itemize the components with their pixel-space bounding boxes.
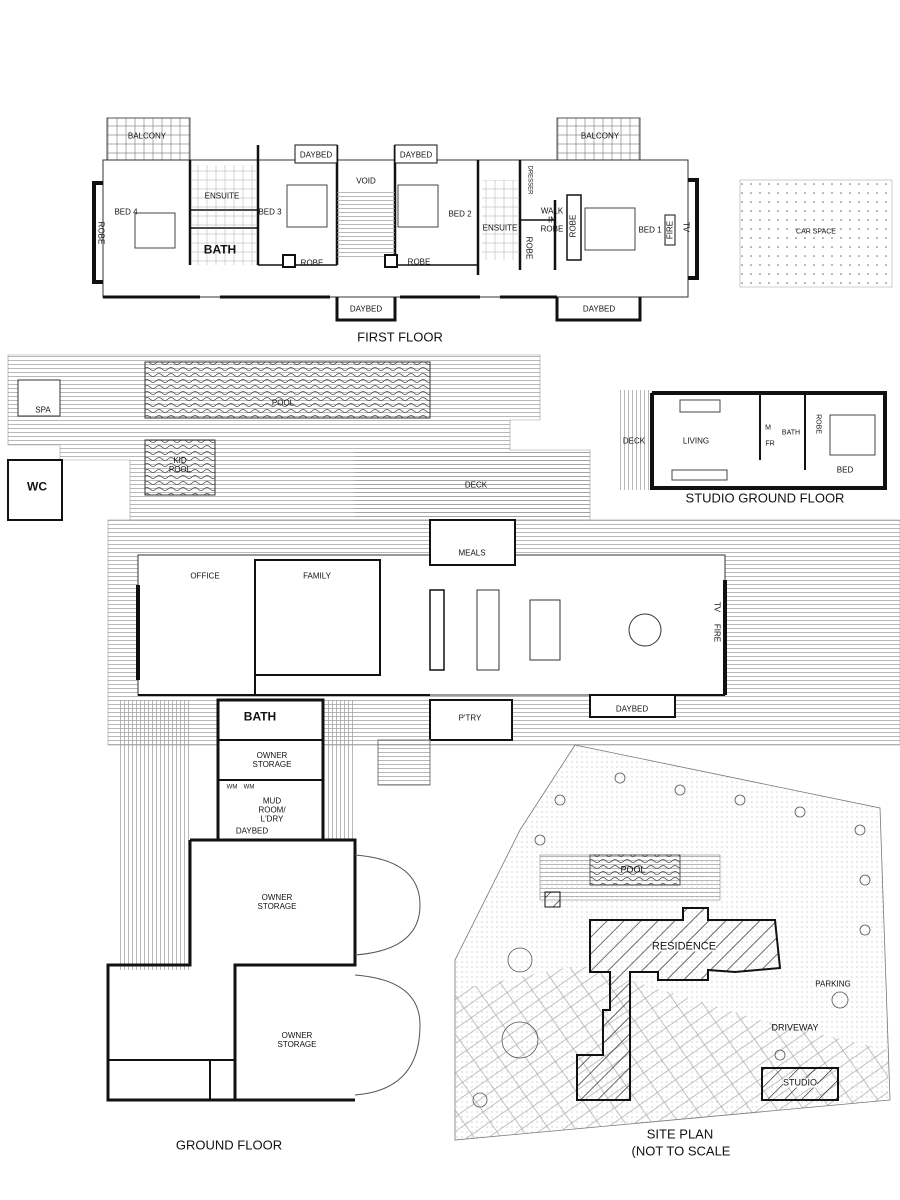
label-family: FAMILY xyxy=(303,571,331,581)
label-studio-fr: FR xyxy=(765,440,775,448)
site-plan-title: SITE PLAN xyxy=(646,1126,714,1142)
label-studio-bed: BED xyxy=(836,465,854,475)
ground-floor-plan xyxy=(7,354,900,1102)
label-daybed-bed3: DAYBED xyxy=(299,150,333,160)
label-bed2: BED 2 xyxy=(448,209,472,219)
label-parking: PARKING xyxy=(815,979,851,989)
label-daybed-hall: DAYBED xyxy=(349,304,383,314)
label-site-pool: POOL xyxy=(620,864,646,875)
label-pool: POOL xyxy=(271,398,295,408)
label-bath-ground: BATH xyxy=(243,709,277,724)
studio-title: STUDIO GROUND FLOOR xyxy=(685,490,845,506)
label-ensuite-right: ENSUITE xyxy=(482,223,518,233)
label-studio-deck: DECK xyxy=(622,436,646,446)
car-space-area xyxy=(739,179,893,288)
site-plan-subtitle: (NOT TO SCALE xyxy=(631,1143,731,1159)
label-void: VOID xyxy=(356,176,376,186)
label-bed1: BED 1 xyxy=(638,225,662,235)
label-office: OFFICE xyxy=(190,571,220,581)
label-studio-m: M xyxy=(765,424,771,432)
first-floor-plan xyxy=(92,117,699,322)
studio-plan xyxy=(620,390,887,490)
label-fire: FIRE xyxy=(665,220,675,240)
label-owner-storage-3: OWNER STORAGE xyxy=(277,1031,317,1049)
label-studio-living: LIVING xyxy=(682,436,710,446)
label-balcony-left: BALCONY xyxy=(127,131,167,141)
label-residence: RESIDENCE xyxy=(651,940,717,953)
site-plan xyxy=(454,744,891,1141)
label-daybed-bed2: DAYBED xyxy=(399,150,433,160)
label-wm-1: WM xyxy=(226,784,238,791)
label-robe-wir: ROBE xyxy=(524,236,534,260)
label-walk-in-robe: WALK IN ROBE xyxy=(540,206,564,234)
label-fire-ground: FIRE xyxy=(712,623,722,643)
label-tv-ground: TV xyxy=(712,601,722,613)
label-robe-bed3: ROBE xyxy=(300,258,324,268)
label-ensuite-left: ENSUITE xyxy=(204,191,240,201)
label-deck: DECK xyxy=(464,480,488,490)
ground-floor-title: GROUND FLOOR xyxy=(175,1137,283,1153)
label-bath: BATH xyxy=(203,242,237,257)
label-balcony-right: BALCONY xyxy=(580,131,620,141)
label-dresser: DRESSER xyxy=(526,165,533,195)
label-kid-pool: KID POOL xyxy=(168,456,192,474)
label-daybed-bed1: DAYBED xyxy=(582,304,616,314)
label-robe-bed1: ROBE xyxy=(568,214,578,238)
label-studio-bath: BATH xyxy=(781,429,801,437)
label-robe-bed2: ROBE xyxy=(407,257,431,267)
label-car-space: CAR SPACE xyxy=(796,228,836,236)
label-wc: WC xyxy=(27,479,47,494)
label-studio-site: STUDIO xyxy=(782,1077,818,1088)
label-robe-bed4: ROBE xyxy=(96,221,106,245)
label-pantry: P'TRY xyxy=(458,713,482,723)
label-mud-room: MUD ROOM/ L'DRY xyxy=(258,796,286,824)
label-owner-storage-2: OWNER STORAGE xyxy=(257,893,297,911)
label-owner-storage-1: OWNER STORAGE xyxy=(252,751,292,769)
label-meals: MEALS xyxy=(458,548,486,558)
label-studio-robe: ROBE xyxy=(814,414,822,434)
label-wm-2: WM xyxy=(243,784,255,791)
label-driveway: DRIVEWAY xyxy=(771,1022,819,1033)
first-floor-title: FIRST FLOOR xyxy=(357,329,443,345)
label-bed4: BED 4 xyxy=(114,207,138,217)
label-bed3: BED 3 xyxy=(258,207,282,217)
label-daybed-main: DAYBED xyxy=(615,704,649,714)
label-spa: SPA xyxy=(35,405,51,415)
label-daybed-mud: DAYBED xyxy=(235,826,269,836)
label-tv: TV xyxy=(681,221,691,233)
